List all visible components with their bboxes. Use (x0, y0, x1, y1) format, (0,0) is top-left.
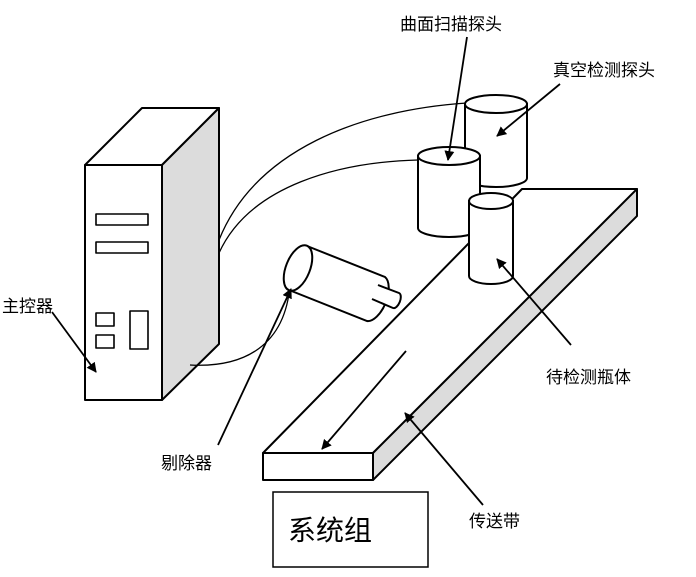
rejector-rod (371, 284, 402, 310)
drive-bay-1 (95, 213, 149, 226)
label-bottle: 待检测瓶体 (546, 368, 631, 388)
conveyor-direction-arrow (321, 350, 407, 450)
belt-front-face (262, 452, 374, 481)
cable-to-rejector (189, 284, 291, 366)
label-rejector: 剔除器 (161, 454, 212, 474)
leader-rejector (217, 288, 292, 446)
system-group-box (272, 491, 429, 568)
leader-arrows (51, 36, 572, 506)
leader-bottle (496, 258, 572, 346)
bottle-body (468, 200, 514, 285)
cable-to-curved-probe (218, 159, 419, 254)
drive-bay-2 (95, 241, 149, 254)
label-conveyor: 传送带 (469, 512, 520, 532)
label-curved-probe: 曲面扫描探头 (400, 15, 502, 35)
panel-square-1 (95, 312, 115, 327)
panel-square-2 (95, 334, 115, 349)
vacuum-probe-top (464, 94, 528, 114)
cables (189, 102, 468, 366)
label-vacuum-probe: 真空检测探头 (553, 61, 655, 81)
rejector (282, 244, 402, 323)
leader-conveyor (404, 412, 484, 506)
leader-curved-probe (444, 36, 468, 161)
label-main-controller: 主控器 (2, 297, 53, 317)
cable-to-vacuum-probe (218, 102, 468, 241)
tower-front-face (84, 164, 163, 401)
panel-slot (129, 310, 149, 350)
bottle-top (468, 192, 514, 210)
leader-main-controller (51, 311, 97, 373)
main-controller (84, 107, 220, 401)
label-system-group: 系统组 (288, 514, 372, 547)
conveyor-belt (262, 188, 638, 481)
leader-vacuum-probe (496, 83, 561, 137)
